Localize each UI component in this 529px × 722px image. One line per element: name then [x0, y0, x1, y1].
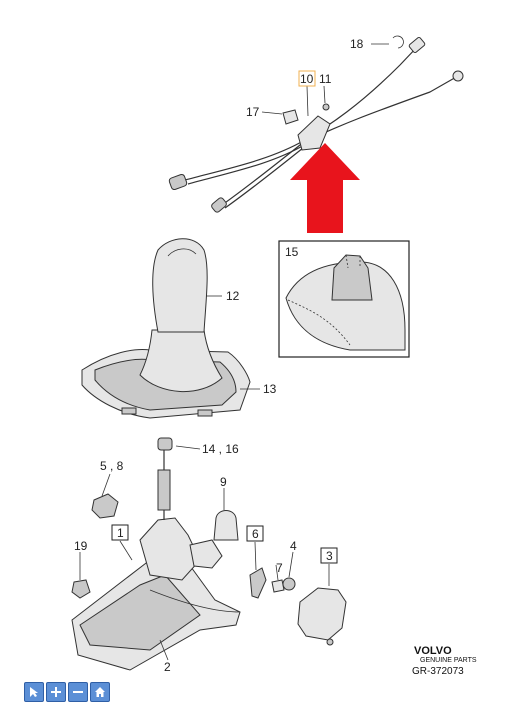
callout-14-16: 14 , 16	[202, 442, 239, 456]
cursor-icon[interactable]	[24, 682, 44, 702]
callout-12: 12	[226, 289, 240, 303]
callout-9: 9	[220, 475, 227, 489]
callout-17: 17	[246, 105, 260, 119]
minus-icon[interactable]	[68, 682, 88, 702]
callout-13: 13	[263, 382, 277, 396]
callout-11: 11	[319, 72, 332, 86]
shift-cable-assembly	[168, 35, 464, 213]
damper-9	[213, 510, 239, 541]
callout-7: 7	[276, 561, 283, 575]
callout-19: 19	[74, 539, 88, 553]
home-icon[interactable]	[90, 682, 110, 702]
nut-19	[71, 579, 91, 599]
selector-module-3	[297, 587, 347, 641]
callout-10: 10	[300, 72, 314, 86]
callout-5-8: 5 , 8	[100, 459, 124, 473]
callout-10-box	[298, 70, 316, 87]
gear-knob-and-boot	[81, 238, 251, 419]
gear-lever-housing	[71, 450, 241, 671]
plus-icon[interactable]	[46, 682, 66, 702]
brand-name: VOLVO	[414, 645, 452, 657]
callout-6-box	[246, 525, 264, 542]
inset-boot-detail	[278, 240, 410, 358]
callout-4: 4	[290, 539, 297, 553]
leader-lines	[79, 43, 389, 661]
brand-tagline: GENUINE PARTS	[420, 657, 477, 664]
callout-15: 15	[285, 245, 299, 259]
highlight-arrow	[290, 143, 360, 233]
diagram-reference: GR-372073	[412, 666, 464, 677]
callout-18: 18	[350, 37, 364, 51]
callout-3: 3	[326, 549, 333, 563]
mount-5-8	[91, 493, 119, 519]
bolt-7	[271, 579, 285, 593]
bushing	[157, 437, 173, 451]
grommet-4	[282, 577, 296, 591]
callout-6: 6	[252, 527, 259, 541]
clip-6	[249, 567, 267, 599]
callout-3-box	[320, 547, 338, 564]
callout-1-box	[111, 524, 129, 541]
callout-2: 2	[164, 660, 171, 674]
callout-1: 1	[117, 526, 124, 540]
viewer-toolbar	[24, 682, 110, 702]
